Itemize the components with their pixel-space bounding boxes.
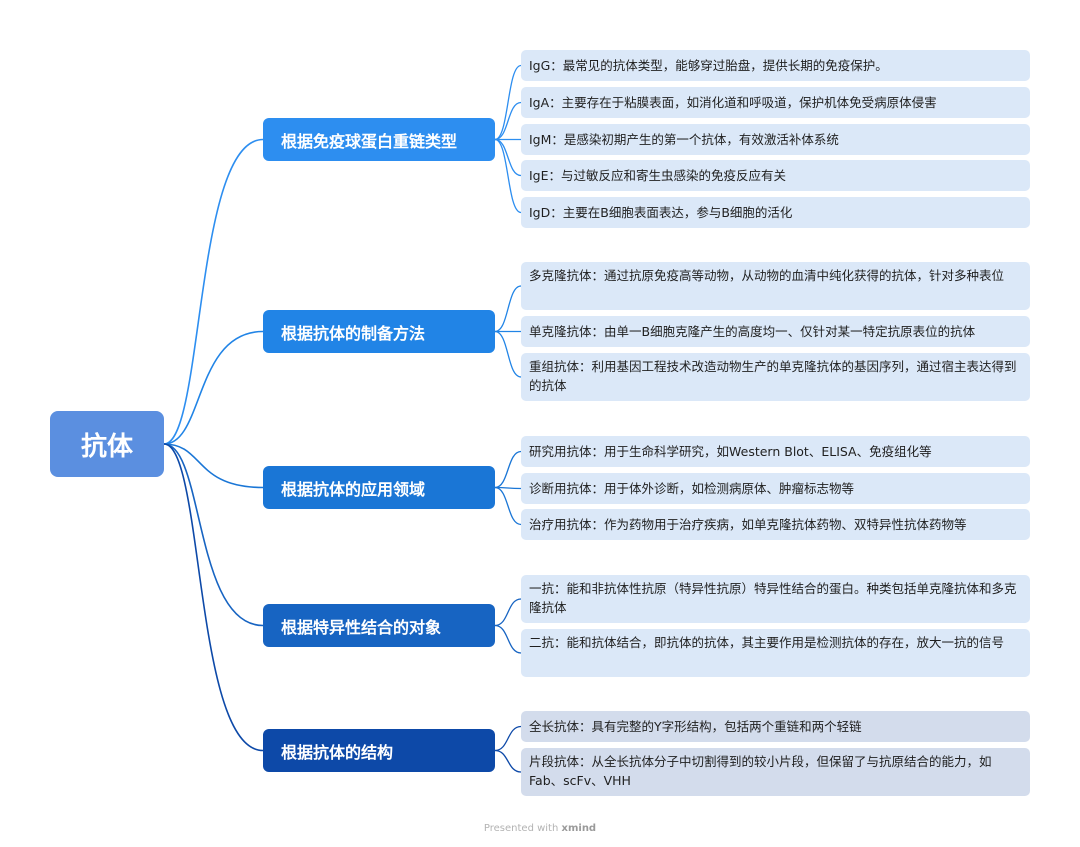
leaf-iga[interactable]: IgA：主要存在于粘膜表面，如消化道和呼吸道，保护机体免受病原体侵害 xyxy=(521,87,1030,118)
branch-preparation-method[interactable]: 根据抗体的制备方法 xyxy=(263,310,495,353)
connector-branch-leaf xyxy=(494,64,522,141)
central-topic-antibody[interactable]: 抗体 xyxy=(50,411,164,477)
connector-branch-leaf xyxy=(494,624,522,654)
leaf-diagnostic[interactable]: 诊断用抗体：用于体外诊断，如检测病原体、肿瘤标志物等 xyxy=(521,473,1030,504)
branch-heavy-chain-type[interactable]: 根据免疫球蛋白重链类型 xyxy=(263,118,495,161)
connector-branch-leaf xyxy=(494,138,522,214)
footer-brand: xmind xyxy=(561,823,597,834)
footer-prefix: Presented with xyxy=(483,823,559,834)
leaf-research[interactable]: 研究用抗体：用于生命科学研究，如Western Blot、ELISA、免疫组化等 xyxy=(521,436,1030,467)
leaf-fragment[interactable]: 片段抗体：从全长抗体分子中切割得到的较小片段，但保留了与抗原结合的能力，如Fab… xyxy=(521,748,1030,796)
leaf-full-length[interactable]: 全长抗体：具有完整的Y字形结构，包括两个重链和两个轻链 xyxy=(521,711,1030,742)
connector-branch-leaf xyxy=(494,138,522,177)
connector-branch-leaf xyxy=(494,749,522,773)
leaf-igm[interactable]: IgM：是感染初期产生的第一个抗体，有效激活补体系统 xyxy=(521,124,1030,155)
leaf-secondary-antibody[interactable]: 二抗：能和抗体结合，即抗体的抗体，其主要作用是检测抗体的存在，放大一抗的信号 xyxy=(521,629,1030,677)
leaf-recombinant[interactable]: 重组抗体：利用基因工程技术改造动物生产的单克隆抗体的基因序列，通过宿主表达得到的… xyxy=(521,353,1030,401)
leaf-monoclonal[interactable]: 单克隆抗体：由单一B细胞克隆产生的高度均一、仅针对某一特定抗原表位的抗体 xyxy=(521,316,1030,347)
connector-branch-leaf xyxy=(494,725,522,752)
leaf-polyclonal[interactable]: 多克隆抗体：通过抗原免疫高等动物，从动物的血清中纯化获得的抗体，针对多种表位 xyxy=(521,262,1030,310)
leaf-igd[interactable]: IgD：主要在B细胞表面表达，参与B细胞的活化 xyxy=(521,197,1030,228)
leaf-therapeutic[interactable]: 治疗用抗体：作为药物用于治疗疾病，如单克隆抗体药物、双特异性抗体药物等 xyxy=(521,509,1030,540)
leaf-primary-antibody[interactable]: 一抗：能和非抗体性抗原（特异性抗原）特异性结合的蛋白。种类包括单克隆抗体和多克隆… xyxy=(521,575,1030,623)
leaf-igg[interactable]: IgG：最常见的抗体类型，能够穿过胎盘，提供长期的免疫保护。 xyxy=(521,50,1030,81)
connector-root-branch xyxy=(163,138,264,445)
branch-binding-target[interactable]: 根据特异性结合的对象 xyxy=(263,604,495,647)
connector-branch-leaf xyxy=(494,486,522,490)
connector-branch-leaf xyxy=(494,598,522,627)
connector-root-branch xyxy=(163,443,264,752)
connector-root-branch xyxy=(163,443,264,489)
branch-structure[interactable]: 根据抗体的结构 xyxy=(263,729,495,772)
connector-root-branch xyxy=(163,330,264,445)
connector-root-branch xyxy=(163,443,264,627)
branch-application-field[interactable]: 根据抗体的应用领域 xyxy=(263,466,495,509)
connector-branch-leaf xyxy=(494,486,522,526)
leaf-ige[interactable]: IgE：与过敏反应和寄生虫感染的免疫反应有关 xyxy=(521,160,1030,191)
connector-branch-leaf xyxy=(494,330,522,378)
connector-branch-leaf xyxy=(494,101,522,141)
footer-credit: Presented with xmind xyxy=(0,823,1080,834)
connector-branch-leaf xyxy=(494,450,522,489)
connector-branch-leaf xyxy=(494,285,522,333)
